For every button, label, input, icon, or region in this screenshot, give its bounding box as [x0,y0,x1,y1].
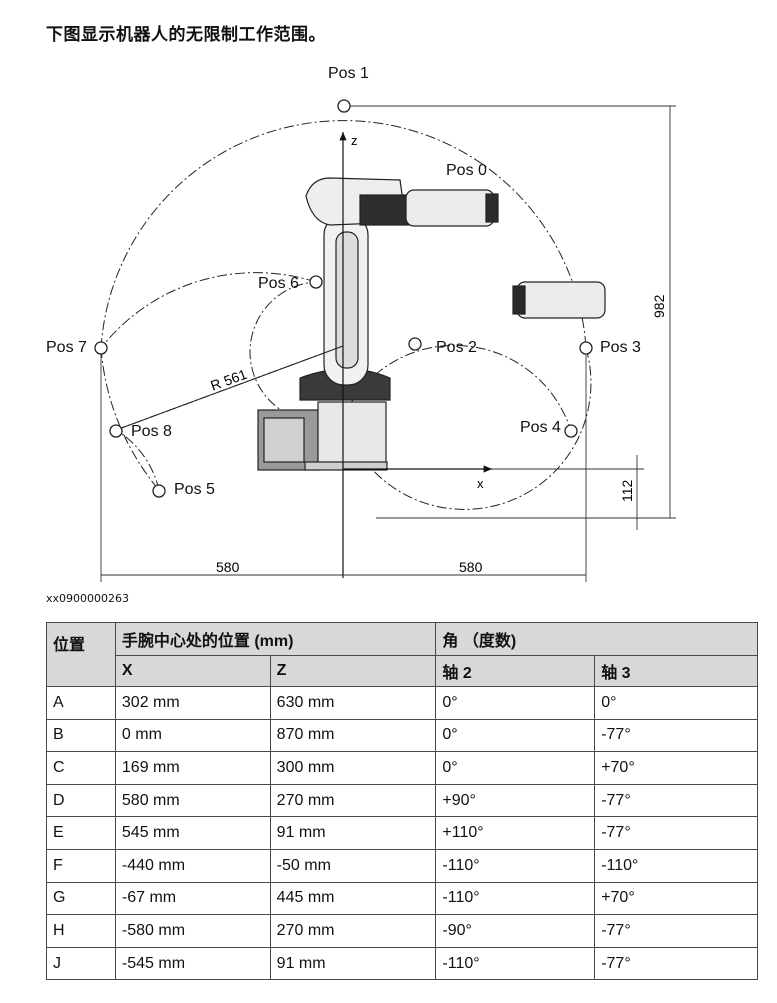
cell-pos: A [46,686,116,720]
cell-axis3: -77° [594,718,758,753]
cell-axis3: -110° [594,848,758,883]
header-position: 位置 [46,622,116,687]
pos-label-6: Pos 6 [258,275,299,292]
pos-label-3: Pos 3 [600,339,641,356]
x-axis-label: x [477,476,484,491]
header-x: X [114,655,271,687]
cell-axis3: -77° [594,946,758,981]
header-axis2: 轴 2 [435,655,596,687]
cell-axis3: +70° [594,881,758,916]
dim-left: 580 [216,559,240,575]
pos-label-4: Pos 4 [520,419,561,436]
cell-z: 270 mm [269,783,437,818]
cell-pos: F [46,848,116,883]
position-table: 位置 手腕中心处的位置 (mm) 角 （度数) X Z 轴 2 轴 3 A 30… [46,622,758,981]
cell-axis3: -77° [594,783,758,818]
cell-axis2: -110° [435,848,596,883]
cell-x: -545 mm [114,946,271,981]
pos-label-8: Pos 8 [131,423,172,440]
radius-label: R 561 [208,366,249,394]
cell-axis2: 0° [435,718,596,753]
cell-z: 91 mm [269,946,437,981]
cell-axis2: +110° [435,816,596,850]
header-z: Z [269,655,437,687]
cell-pos: J [46,946,116,981]
cell-z: 870 mm [269,718,437,753]
radius-line [115,345,344,431]
table-row: F -440 mm -50 mm -110° -110° [46,848,758,883]
cell-x: 0 mm [114,718,271,753]
dimension-lines [100,105,676,582]
cell-z: 91 mm [269,816,437,850]
cell-pos: D [46,783,116,818]
cell-axis3: 0° [594,686,758,720]
table-row: H -580 mm 270 mm -90° -77° [46,914,758,948]
cell-x: 169 mm [114,751,271,785]
coordinate-axes [339,132,492,578]
table-row: D 580 mm 270 mm +90° -77° [46,783,758,818]
cell-x: 545 mm [114,816,271,850]
cell-axis2: +90° [435,783,596,818]
intro-text: 下图显示机器人的无限制工作范围。 [46,25,326,45]
dim-base: 112 [619,479,635,502]
cell-pos: H [46,914,116,948]
cell-axis3: +70° [594,751,758,785]
table-row: B 0 mm 870 mm 0° -77° [46,718,758,753]
cell-x: 302 mm [114,686,271,720]
header-axis3: 轴 3 [594,655,758,687]
cell-axis3: -77° [594,914,758,948]
header-wrist-center: 手腕中心处的位置 (mm) [114,622,437,656]
z-axis-label: z [351,133,358,148]
cell-x: 580 mm [114,783,271,818]
dim-height: 982 [651,294,667,318]
pos-label-0: Pos 0 [446,162,487,179]
cell-axis2: 0° [435,751,596,785]
cell-x: -580 mm [114,914,271,948]
cell-axis3: -77° [594,816,758,850]
cell-x: -67 mm [114,881,271,916]
robot-arm [257,177,606,471]
table-row: A 302 mm 630 mm 0° 0° [46,686,758,720]
table-row: J -545 mm 91 mm -110° -77° [46,946,758,981]
cell-axis2: -110° [435,946,596,981]
cell-pos: E [46,816,116,850]
cell-z: 270 mm [269,914,437,948]
cell-x: -440 mm [114,848,271,883]
header-angle: 角 （度数) [435,622,758,656]
table-row: E 545 mm 91 mm +110° -77° [46,816,758,850]
pos-label-7: Pos 7 [46,339,87,356]
dim-right: 580 [459,559,483,575]
cell-pos: G [46,881,116,916]
cell-z: 445 mm [269,881,437,916]
workspace-diagram: z x R 561 Pos 0 Pos 1 Pos 2 Pos 3 Pos 4 … [0,50,777,585]
cell-axis2: -110° [435,881,596,916]
cell-z: -50 mm [269,848,437,883]
figure-id: xx0900000263 [46,592,130,605]
table-row: C 169 mm 300 mm 0° +70° [46,751,758,785]
cell-z: 300 mm [269,751,437,785]
position-markers [94,99,593,498]
cell-axis2: -90° [435,914,596,948]
table-row: G -67 mm 445 mm -110° +70° [46,881,758,916]
pos-label-2: Pos 2 [436,339,477,356]
pos-label-1: Pos 1 [328,65,369,82]
cell-z: 630 mm [269,686,437,720]
cell-axis2: 0° [435,686,596,720]
cell-pos: B [46,718,116,753]
pos-label-5: Pos 5 [174,481,215,498]
cell-pos: C [46,751,116,785]
